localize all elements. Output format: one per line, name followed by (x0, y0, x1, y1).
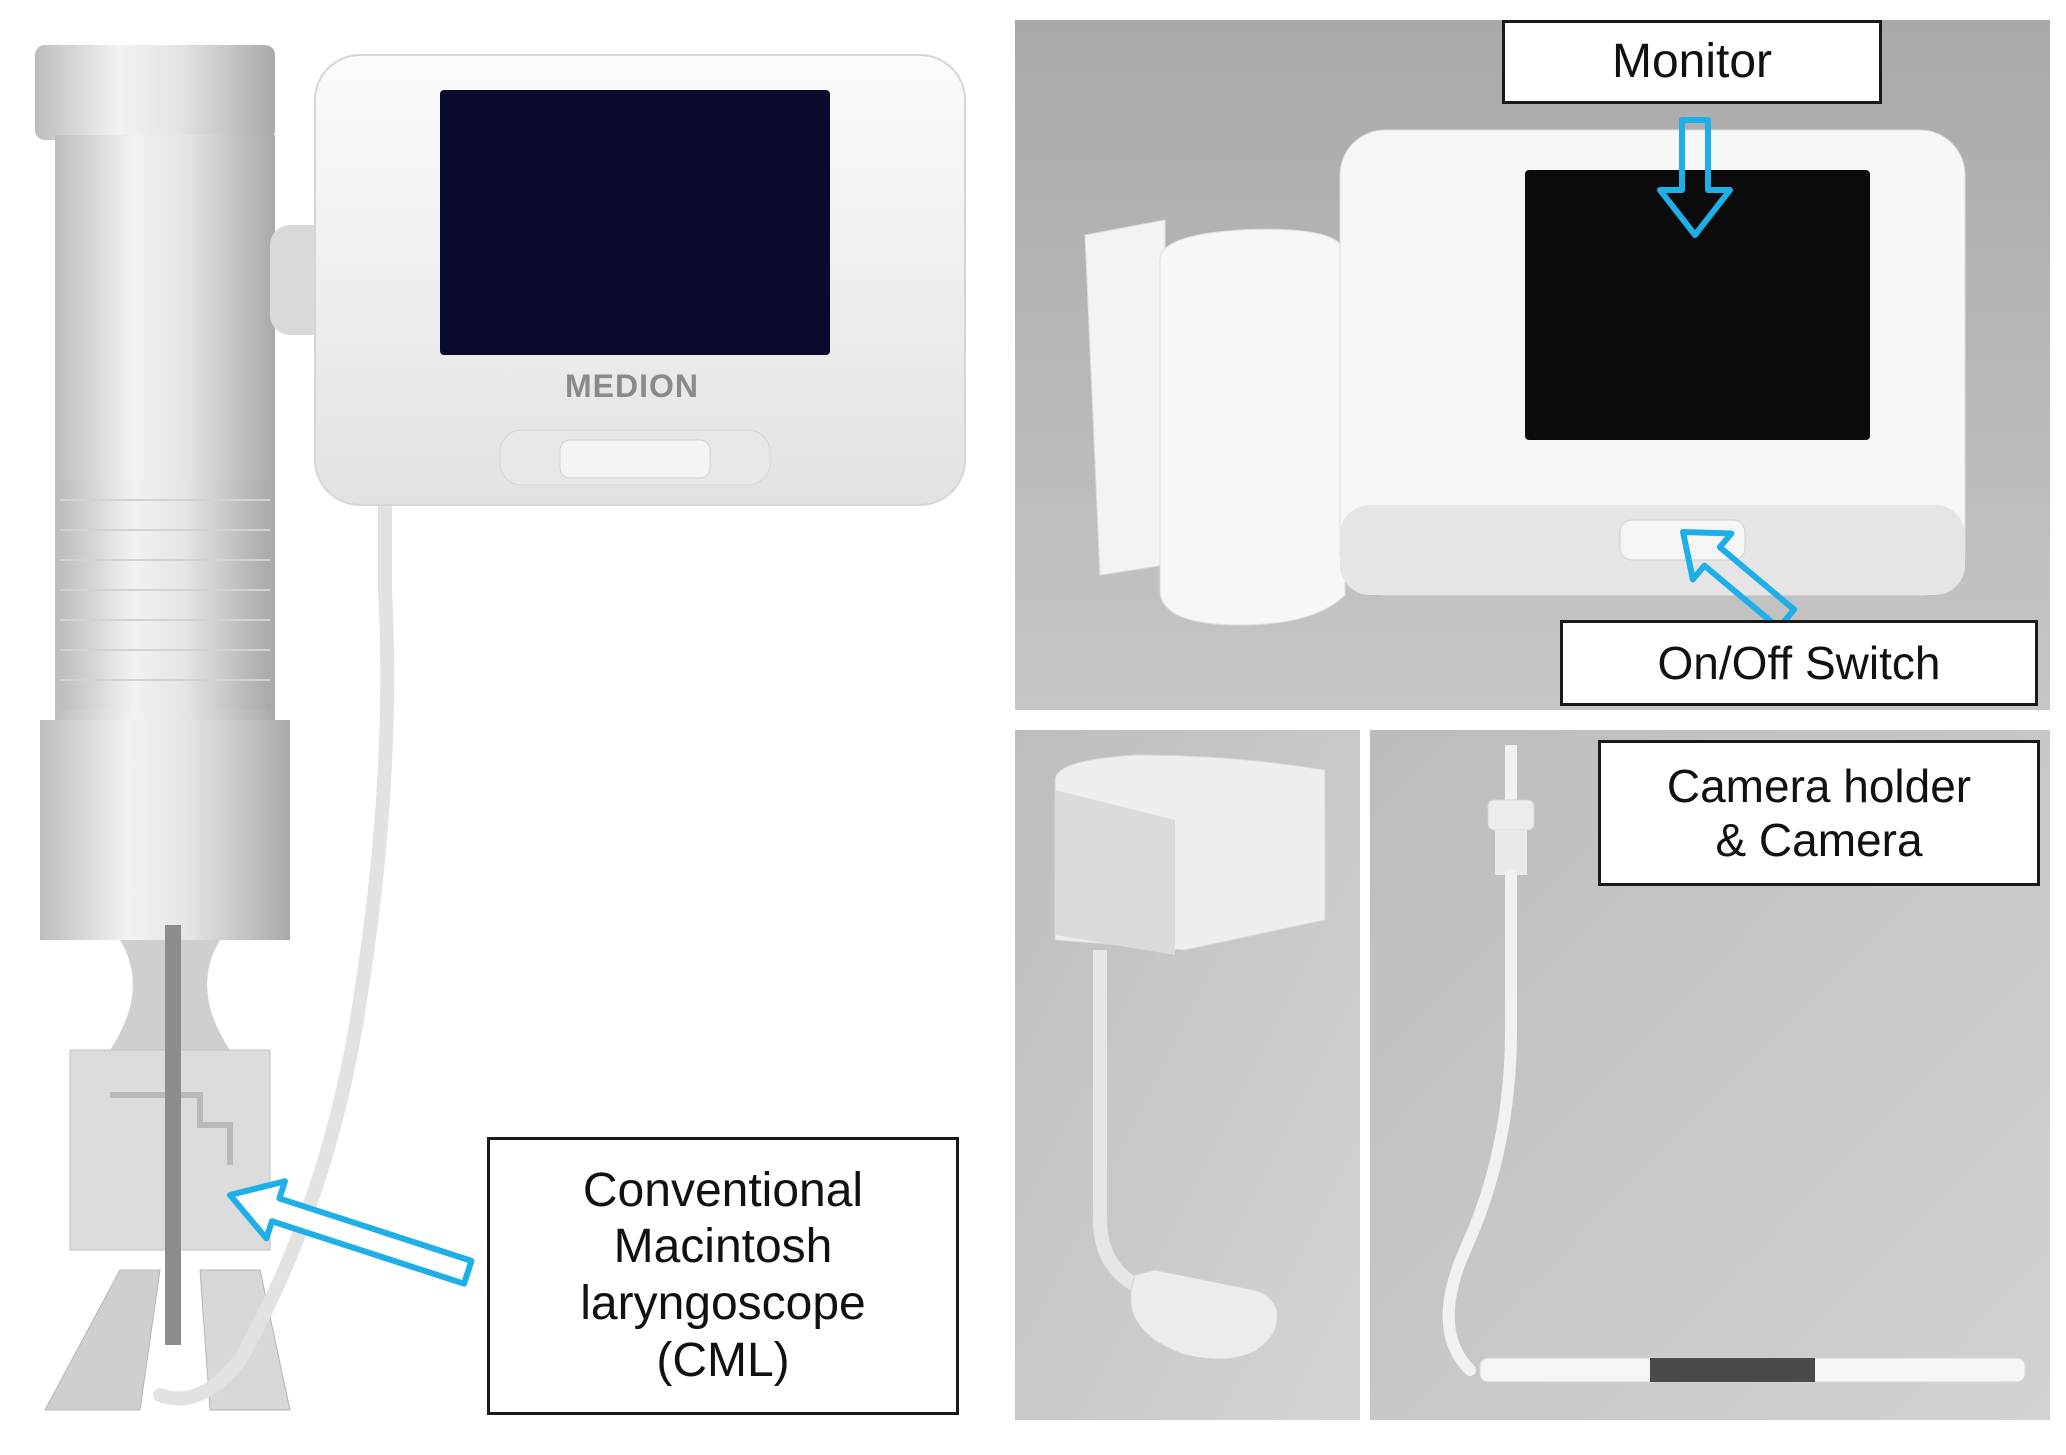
holder-photo-panel (1015, 730, 1360, 1420)
handle-cap (35, 45, 275, 140)
cml-arrow-icon (227, 1178, 475, 1287)
monitor-screen (1525, 170, 1870, 440)
monitor-screen (440, 90, 830, 355)
monitor-arrow-icon (1657, 117, 1733, 238)
switch-arrow-icon (1680, 529, 1798, 630)
label-monitor: Monitor (1502, 20, 1882, 104)
laryngoscope-illustration (35, 45, 966, 1411)
label-camera: Camera holder & Camera (1598, 740, 2040, 886)
top-right-photo-panel (1015, 20, 2050, 710)
brand-text: MEDION (565, 368, 699, 404)
power-switch (559, 439, 711, 479)
label-cml: Conventional Macintosh laryngoscope (CML… (487, 1137, 959, 1415)
label-switch: On/Off Switch (1560, 620, 2038, 706)
